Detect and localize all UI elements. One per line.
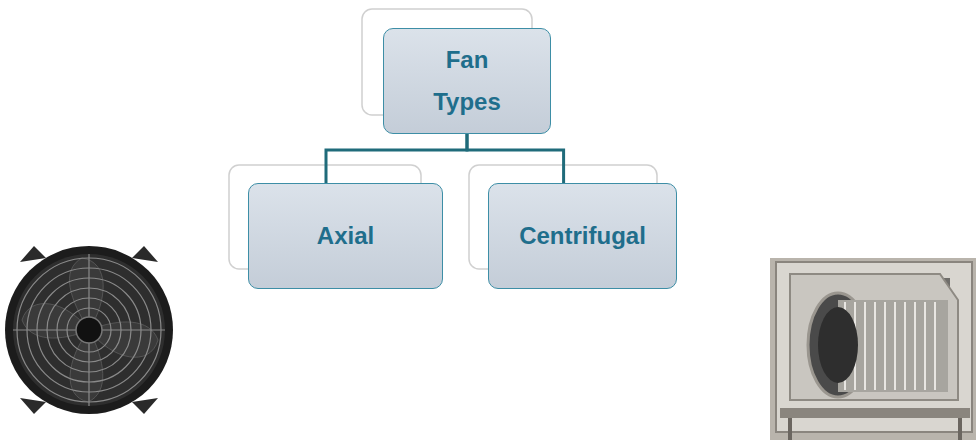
box-content: Fan Types bbox=[422, 39, 512, 123]
connector-line bbox=[326, 134, 467, 183]
fan-type-box: Fan Types bbox=[383, 28, 551, 134]
axial-fan-picture bbox=[5, 246, 173, 414]
fan-type-box: Centrifugal bbox=[488, 183, 677, 289]
fan-type-box: Axial bbox=[248, 183, 443, 289]
connector-line bbox=[467, 134, 564, 183]
box-content: Axial bbox=[317, 215, 374, 257]
centrifugal-fan-picture bbox=[770, 258, 976, 440]
box-label: Axial bbox=[317, 215, 374, 257]
box-label: Centrifugal bbox=[519, 215, 646, 257]
box-label: Fan Types bbox=[422, 39, 512, 123]
tree-connector bbox=[467, 134, 564, 183]
tree-connector bbox=[326, 134, 467, 183]
box-content: Centrifugal bbox=[519, 215, 646, 257]
